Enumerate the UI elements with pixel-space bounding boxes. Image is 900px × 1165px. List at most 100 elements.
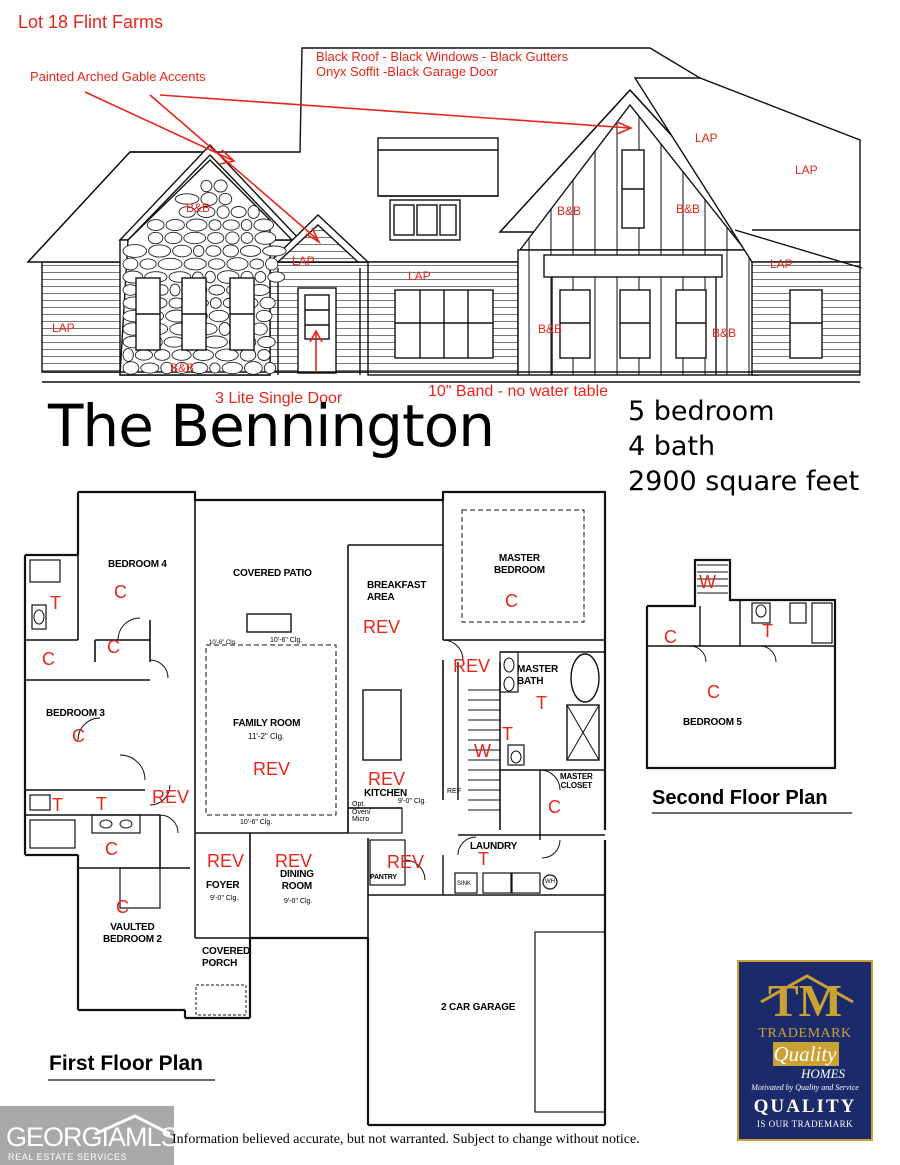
stone — [122, 244, 148, 258]
logo-motto: Motivated by Quality and Service — [751, 1083, 859, 1092]
stone — [208, 219, 222, 231]
stone — [183, 257, 207, 271]
stone — [230, 206, 247, 218]
gable-note: Painted Arched Gable Accents — [30, 69, 206, 84]
stone — [164, 231, 183, 245]
finish-code: C — [548, 797, 561, 817]
sink-label: SINK — [457, 881, 472, 887]
lot-title: Lot 18 Flint Farms — [18, 12, 164, 32]
kitchen-ceiling: 9'-0" Clg. — [398, 798, 427, 805]
ceiling-label: 10'-6" Clg. — [240, 819, 273, 826]
stone — [226, 257, 249, 271]
stone — [140, 362, 160, 374]
second-floor-title: Second Floor Plan — [652, 787, 828, 809]
stone — [200, 179, 213, 193]
room-covered-porch: COVERED PORCH — [202, 946, 251, 969]
stone — [147, 231, 164, 245]
roof-mark-icon — [94, 1114, 171, 1136]
finish-code: REV — [368, 769, 406, 789]
stone — [174, 361, 190, 375]
stone — [174, 193, 200, 205]
room-master-bedroom: MASTER BEDROOM — [494, 553, 545, 576]
dining-ceiling: 9'-0" Clg. — [284, 898, 313, 905]
plan-bedrooms: 5 bedroom — [628, 396, 775, 427]
ref-label: REF — [447, 788, 461, 795]
siding-label: B&B — [676, 202, 701, 216]
foyer-ceiling: 9'-0" Clg. — [210, 895, 239, 902]
stone — [253, 218, 274, 232]
finish-code: C — [72, 726, 85, 746]
watermark-subtext: REAL ESTATE SERVICES — [8, 1152, 128, 1162]
stone — [239, 245, 262, 257]
stone — [244, 361, 263, 375]
stone — [221, 361, 243, 375]
logo-monogram: TM — [767, 975, 843, 1026]
stone — [263, 361, 277, 375]
stone — [218, 322, 231, 336]
band-note: 10" Band - no water table — [428, 383, 609, 400]
finish-code: T — [536, 693, 547, 713]
stone — [178, 206, 196, 218]
house-roof-icon — [760, 974, 854, 1004]
stone — [262, 245, 287, 257]
finish-code: REV — [207, 851, 245, 871]
stone — [193, 245, 205, 257]
finish-code: C — [116, 897, 129, 917]
ceiling-label: 10'-6" Clg. — [270, 637, 303, 644]
room-bedroom-3: BEDROOM 3 — [46, 708, 105, 719]
finish-code: C — [42, 649, 55, 669]
room-garage: 2 CAR GARAGE — [441, 1002, 516, 1013]
siding-label: LAP — [770, 257, 793, 271]
stone — [257, 336, 276, 348]
stone — [163, 336, 185, 348]
siding-label: B&B — [538, 322, 563, 336]
siding-label: LAP — [795, 163, 818, 177]
finish-code: C — [105, 839, 118, 859]
logo-gold-band — [773, 1042, 839, 1066]
room-master-bath: MASTER BATH — [517, 664, 559, 687]
stone — [183, 231, 207, 245]
annotation-arrows — [84, 91, 634, 372]
stone — [205, 245, 222, 257]
stone — [122, 257, 139, 271]
finish-code: REV — [275, 851, 313, 871]
logo-homes: HOMES — [801, 1066, 846, 1081]
stone — [222, 244, 239, 258]
stone — [122, 361, 140, 375]
finish-code: C — [664, 627, 677, 647]
siding-label: B&B — [557, 204, 582, 218]
stone — [213, 179, 228, 193]
finish-code: W — [699, 572, 716, 592]
ceiling-label: 10'-6" Clg. — [209, 640, 237, 646]
room-pantry: PANTRY — [370, 874, 397, 881]
finish-code: REV — [363, 617, 401, 637]
siding-label: LAP — [52, 321, 75, 335]
stone — [160, 361, 174, 375]
stone — [259, 296, 276, 310]
first-floor-plan — [23, 490, 607, 1127]
room-foyer: FOYER — [206, 880, 240, 891]
stone — [146, 219, 165, 231]
finish-code: T — [50, 593, 61, 613]
georgiamls-watermark: GEORGIAMLS REAL ESTATE SERVICES — [0, 1106, 179, 1165]
room-laundry: LAUNDRY — [470, 841, 518, 852]
stone — [122, 348, 134, 362]
logo-brand: TRADEMARK — [758, 1026, 852, 1041]
logo-quality-script: Quality — [773, 1042, 837, 1066]
siding-label: LAP — [695, 131, 718, 145]
stone — [255, 309, 273, 323]
second-floor-plan — [645, 558, 837, 770]
stone — [222, 219, 240, 231]
room-breakfast-area: BREAKFAST AREA — [367, 580, 427, 603]
stone — [225, 231, 240, 245]
stone — [254, 271, 267, 283]
stone — [240, 232, 254, 244]
door-note: 3 Lite Single Door — [215, 390, 343, 407]
logo-quality-caps: QUALITY — [753, 1096, 857, 1117]
siding-label: LAP — [408, 269, 431, 283]
trademark-logo: TM TRADEMARK Quality HOMES Motivated by … — [737, 960, 873, 1141]
room-kitchen: KITCHEN — [364, 788, 408, 799]
finish-code: C — [114, 582, 127, 602]
finish-code: W — [474, 741, 491, 761]
